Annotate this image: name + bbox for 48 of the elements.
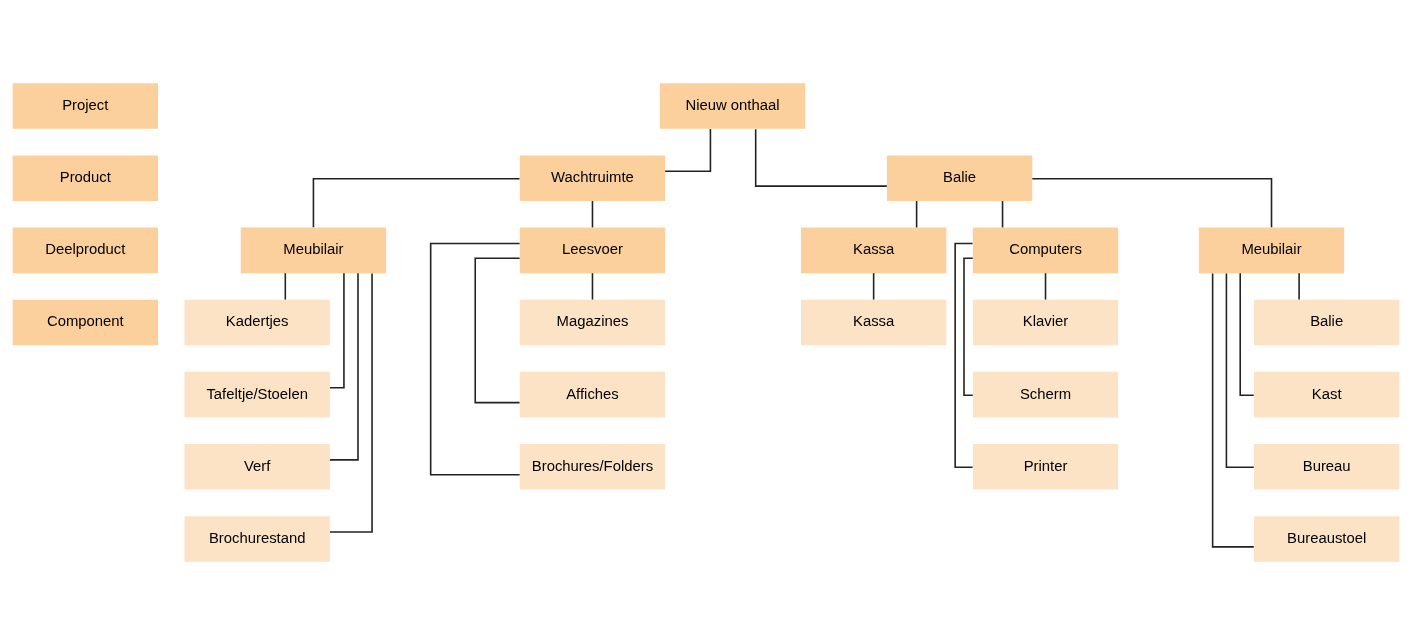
node-box: Kast [1254,371,1400,417]
connector [915,199,918,228]
node-box: Kassa [800,227,947,273]
node-box: Balie [886,154,1033,201]
node-box: Scherm [972,371,1119,417]
node-box: Deelproduct [12,227,158,273]
connector [591,271,594,300]
node-box: Printer [972,443,1119,490]
connector [963,257,974,396]
node-box: Project [12,82,158,129]
node-box: Kadertjes [184,299,330,345]
node-box: Wachtruimte [519,154,666,201]
node-box: Leesvoer [519,227,666,273]
node-box: Brochurestand [184,515,330,562]
connector [1225,272,1255,468]
node-box: Magazines [519,299,666,345]
connector [591,199,594,228]
node-box: Tafeltje/Stoelen [184,371,330,417]
connector [329,272,345,389]
connector [664,127,712,172]
node-box: Computers [972,227,1119,273]
node-box: Component [12,299,158,345]
connector [1239,272,1255,396]
connector [754,127,888,187]
node-box: Kassa [800,299,947,345]
connector [312,177,521,228]
connector [1044,271,1047,300]
connector [284,271,287,300]
connector [1031,177,1273,228]
connector [429,242,521,476]
connector [474,257,521,403]
connector [872,271,875,300]
connector [1211,272,1255,548]
node-box: Nieuw onthaal [659,82,806,129]
connector [1001,199,1004,228]
node-box: Balie [1254,299,1400,345]
node-box: Meubilair [1198,227,1345,273]
connector [329,271,359,461]
node-box: Bureaustoel [1254,515,1400,562]
node-box: Product [12,154,158,201]
node-box: Meubilair [240,227,387,273]
connector [329,272,373,533]
node-box: Affiches [519,371,666,417]
node-box: Bureau [1254,443,1400,490]
node-box: Brochures/Folders [519,443,666,490]
node-box: Klavier [972,299,1119,345]
node-box: Verf [184,443,330,490]
connector [1298,271,1300,300]
